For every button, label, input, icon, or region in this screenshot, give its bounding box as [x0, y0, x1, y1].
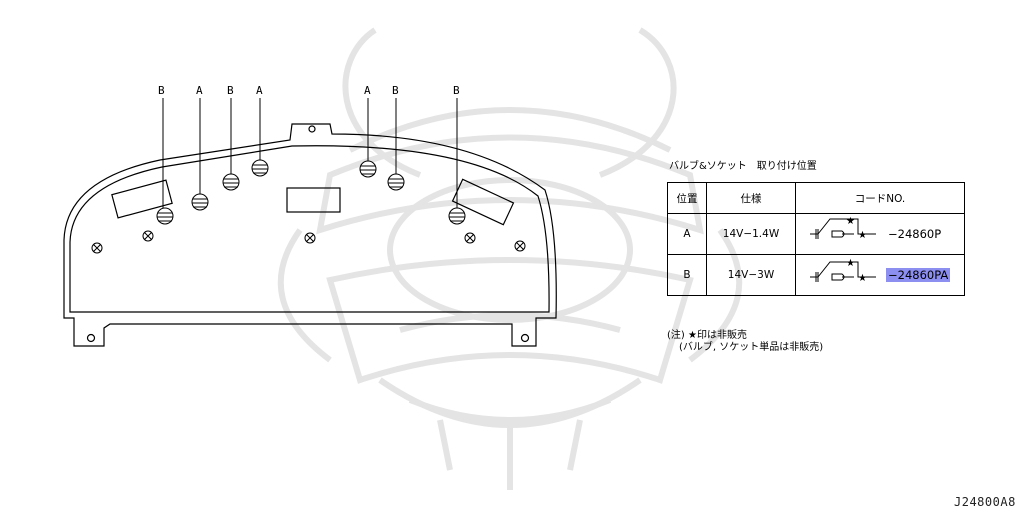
bulb-callout-a2 — [251, 98, 269, 177]
bulb-socket-symbol-icon: ★ ★ — [810, 258, 876, 284]
cluster-inner-outline — [69, 145, 550, 313]
callout-letter: B — [453, 84, 460, 97]
header-position: 位置 — [667, 182, 707, 214]
screw-icon — [304, 232, 316, 244]
header-spec: 仕様 — [706, 182, 796, 214]
svg-text:★: ★ — [858, 273, 867, 284]
bulb-callout-a1 — [191, 98, 209, 211]
bulb-socket-table: 位置 仕様 コードNO. A 14V−1.4W ★ ★ −24860P B 14… — [667, 182, 965, 296]
lcd-window-left — [111, 179, 173, 219]
bulb-callout-a3 — [359, 98, 377, 178]
note-line: (バルブ, ソケット単品は非販売) — [679, 342, 824, 353]
svg-text:★: ★ — [846, 216, 855, 227]
cell-position: B — [667, 254, 707, 296]
svg-text:★: ★ — [858, 230, 867, 241]
screw-icon — [142, 230, 154, 242]
code-number: −24860P — [888, 227, 942, 241]
cluster-outer-outline — [63, 123, 557, 347]
bulb-callout-b3 — [387, 98, 405, 191]
lcd-window-right — [451, 178, 515, 226]
table-header-row: 位置 仕様 コードNO. — [667, 182, 965, 214]
bulb-callout-b1 — [156, 98, 174, 225]
callout-letter: B — [158, 84, 165, 97]
screw-icon — [514, 240, 526, 252]
cell-spec: 14V−3W — [706, 254, 796, 296]
table-row: A 14V−1.4W ★ ★ −24860P — [667, 213, 965, 255]
cell-code: ★ ★ −24860P — [795, 213, 965, 255]
cell-code: ★ ★ −24860PA — [795, 254, 965, 296]
screws — [91, 230, 526, 254]
mounting-hole-top — [308, 125, 316, 133]
bulb-callout-b2 — [222, 98, 240, 191]
callout-letter: B — [392, 84, 399, 97]
screw-icon — [91, 242, 103, 254]
drawing-number: J24800A8 — [954, 495, 1016, 509]
cell-position: A — [667, 213, 707, 255]
callout-letter: B — [227, 84, 234, 97]
bulb-socket-symbol-icon: ★ ★ — [810, 216, 876, 241]
table-row: B 14V−3W ★ ★ −24860PA — [667, 254, 965, 296]
mounting-hole-bottom-right — [520, 333, 530, 343]
table-title: バルブ&ソケット 取り付け位置 — [669, 161, 817, 172]
lcd-window-center — [286, 187, 341, 213]
callout-letter: A — [364, 84, 371, 97]
code-number-highlighted[interactable]: −24860PA — [886, 268, 951, 282]
callout-letter: A — [196, 84, 203, 97]
bulb-callout-b4 — [448, 98, 466, 225]
mounting-hole-bottom-left — [86, 333, 96, 343]
screw-icon — [464, 232, 476, 244]
callout-letter: A — [256, 84, 263, 97]
header-code: コードNO. — [795, 182, 965, 214]
cell-spec: 14V−1.4W — [706, 213, 796, 255]
note-line: (注) ★印は非販売 — [667, 330, 747, 341]
svg-text:★: ★ — [846, 258, 855, 269]
